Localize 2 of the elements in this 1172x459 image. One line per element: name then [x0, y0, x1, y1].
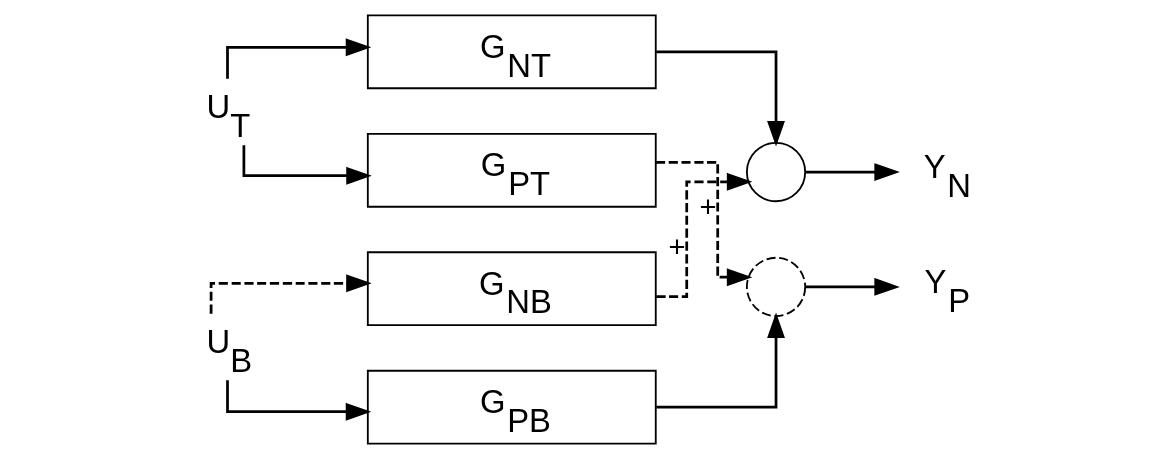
edge-label: +: [698, 191, 717, 224]
edge-label: +: [668, 231, 686, 264]
